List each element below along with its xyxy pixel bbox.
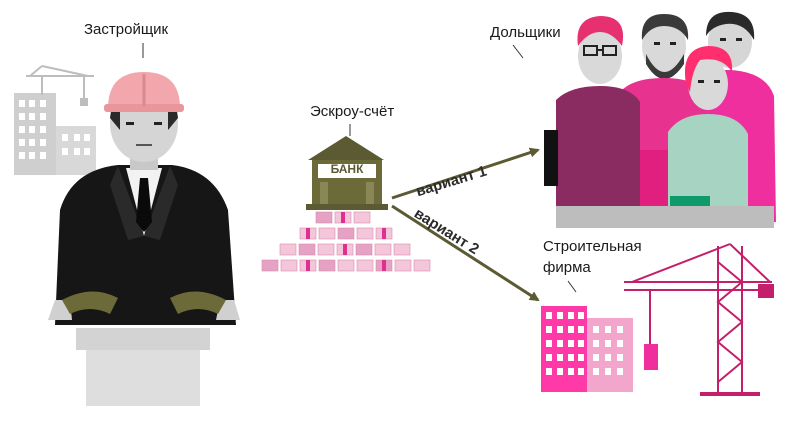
firm-building-icon	[541, 306, 633, 392]
money-stack	[261, 211, 431, 272]
construction-firm-label: Строительная фирма	[543, 236, 642, 278]
money-bundle	[337, 259, 355, 272]
grey-building-icon	[14, 93, 96, 175]
grey-crane-icon	[26, 65, 94, 106]
money-bundle	[298, 243, 316, 256]
shareholder-person-2	[668, 46, 748, 226]
money-bundle	[353, 211, 371, 224]
construction-firm-label-line2: фирма	[543, 259, 591, 276]
shareholders-label: Дольщики	[490, 24, 561, 41]
bank-building-icon	[306, 136, 388, 210]
construction-firm-label-line1: Строительная	[543, 238, 642, 255]
arrow-option-2	[391, 204, 540, 302]
money-bundle	[393, 243, 411, 256]
money-bundle	[355, 243, 373, 256]
arrow-option-1	[391, 147, 540, 200]
money-band	[343, 244, 347, 255]
escrow-label: Эскроу-счёт	[310, 103, 395, 120]
money-bundle	[279, 243, 297, 256]
shareholders-label-pointer	[512, 44, 524, 59]
money-bundle	[394, 259, 412, 272]
money-bundle	[413, 259, 431, 272]
shareholder-person-1	[544, 16, 640, 222]
developer-label: Застройщик	[84, 21, 169, 38]
firm-label-pointer	[567, 280, 577, 293]
money-band	[382, 228, 386, 239]
money-band	[306, 228, 310, 239]
crane-load-block	[644, 344, 658, 370]
shareholders-group	[544, 11, 776, 228]
money-bundle	[261, 259, 279, 272]
developer-figure	[48, 72, 240, 325]
money-bundle	[356, 259, 374, 272]
money-band	[306, 260, 310, 271]
money-bundle	[356, 227, 374, 240]
money-band	[341, 212, 345, 223]
money-bundle	[317, 243, 335, 256]
money-bundle	[318, 259, 336, 272]
money-band	[382, 260, 386, 271]
podium	[76, 328, 210, 406]
money-bundle	[315, 211, 333, 224]
money-bundle	[337, 227, 355, 240]
crane-counterweight	[758, 284, 774, 298]
bank-sign: БАНК	[330, 162, 364, 176]
money-bundle	[374, 243, 392, 256]
money-bundle	[280, 259, 298, 272]
firm-crane-icon	[624, 243, 772, 396]
money-bundle	[318, 227, 336, 240]
